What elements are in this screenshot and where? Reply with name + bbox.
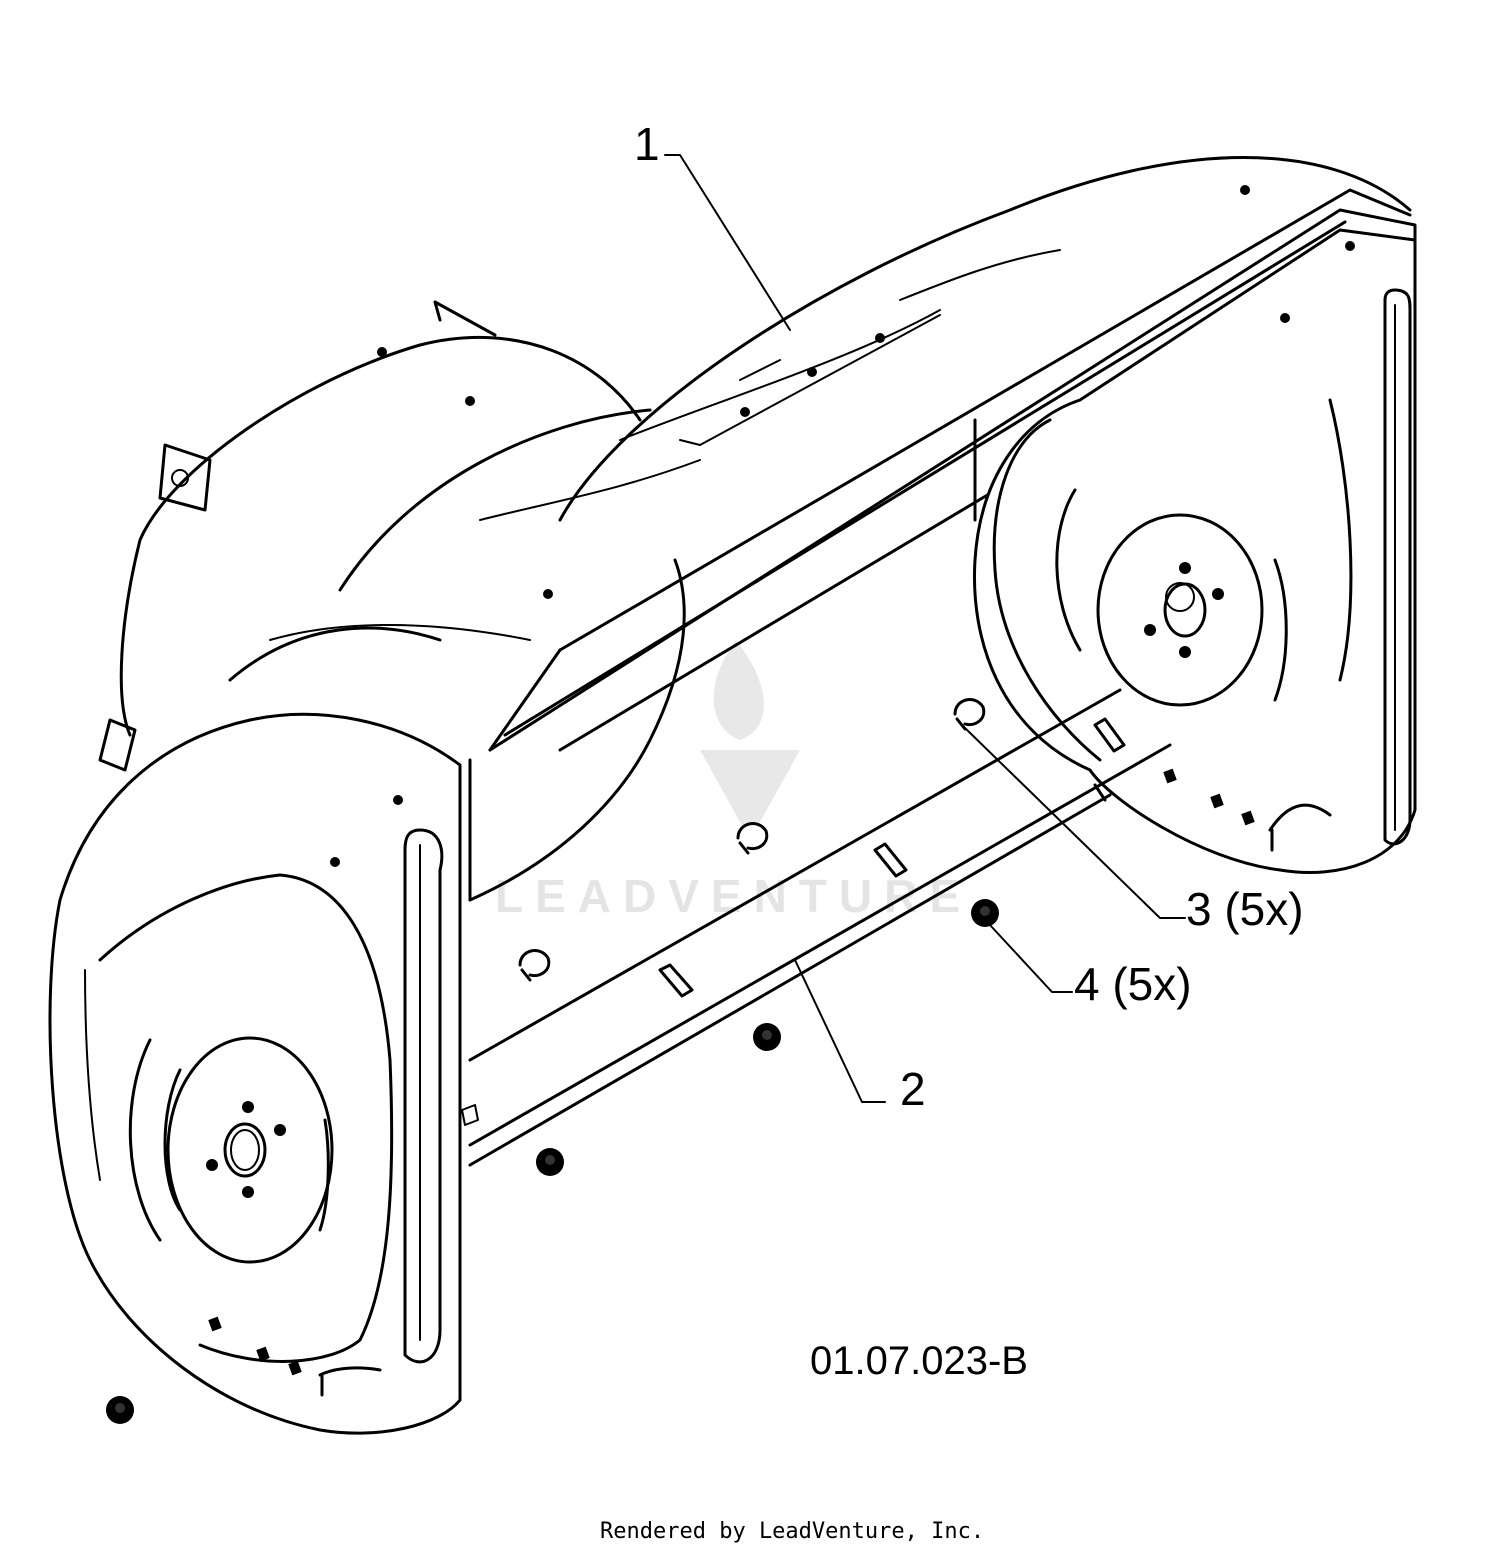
right-side-plate (972, 228, 1417, 874)
leader-line-1 (664, 154, 791, 331)
footer-credit: Rendered by LeadVenture, Inc. (600, 1519, 984, 1544)
callout-2: 2 (900, 1063, 926, 1115)
callout-3: 3 (5x) (1186, 883, 1304, 935)
housing-part-1 (228, 156, 1417, 902)
drawing-part-code: 01.07.023-B (810, 1339, 1028, 1383)
left-side-plate (48, 712, 462, 1435)
leader-line-3 (964, 727, 1186, 919)
leader-lines (664, 154, 1186, 1103)
watermark-v-icon (700, 750, 800, 840)
callout-4: 4 (5x) (1074, 958, 1192, 1010)
watermark-flame-icon (713, 640, 764, 740)
scraper-bar-part-2 (461, 688, 1172, 1167)
leader-line-4 (989, 924, 1073, 993)
carriage-bolt-part-3 (518, 698, 986, 982)
watermark-text: LEADVENTURE (495, 870, 972, 922)
leader-line-2 (794, 959, 886, 1103)
watermark: LEADVENTURE (495, 640, 972, 922)
flange-nut-part-4 (106, 899, 999, 1424)
rear-drum-housing (98, 300, 642, 772)
callout-1: 1 (634, 118, 660, 170)
